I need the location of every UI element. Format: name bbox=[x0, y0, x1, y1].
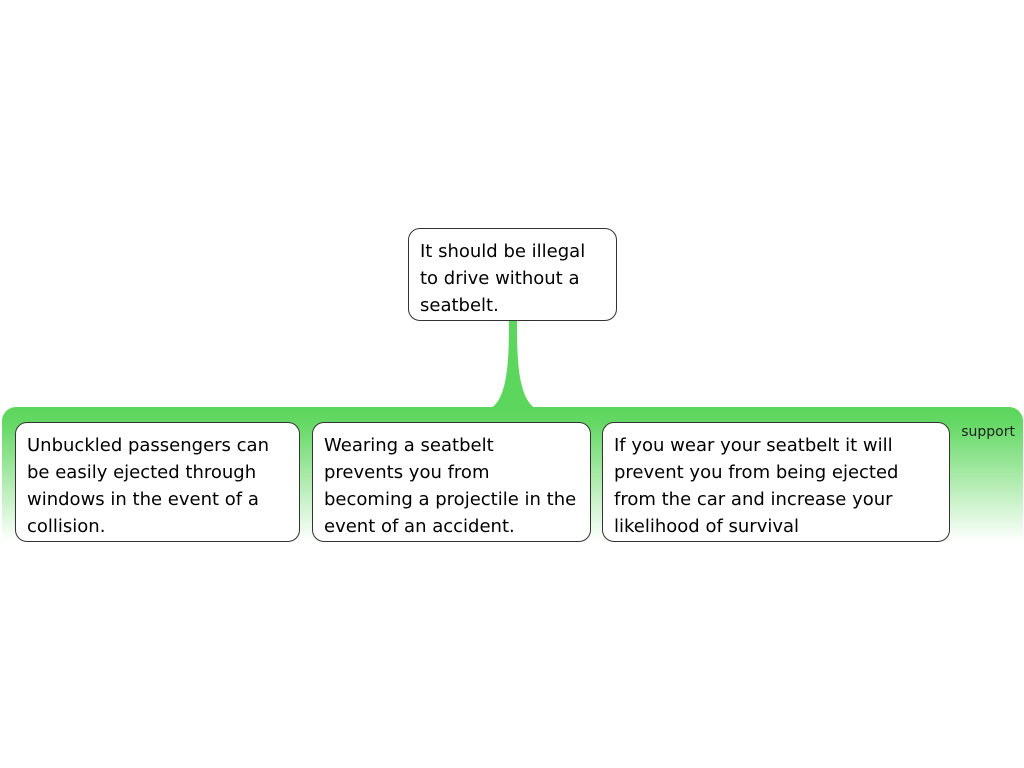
support-node-ejection[interactable]: Unbuckled passengers can be easily eject… bbox=[15, 422, 300, 542]
support-group-label: support bbox=[961, 424, 1015, 440]
claim-node[interactable]: It should be illegal to drive without a … bbox=[408, 228, 617, 321]
support-node-projectile[interactable]: Wearing a seatbelt prevents you from bec… bbox=[312, 422, 591, 542]
support-node-survival[interactable]: If you wear your seatbelt it will preven… bbox=[602, 422, 950, 542]
